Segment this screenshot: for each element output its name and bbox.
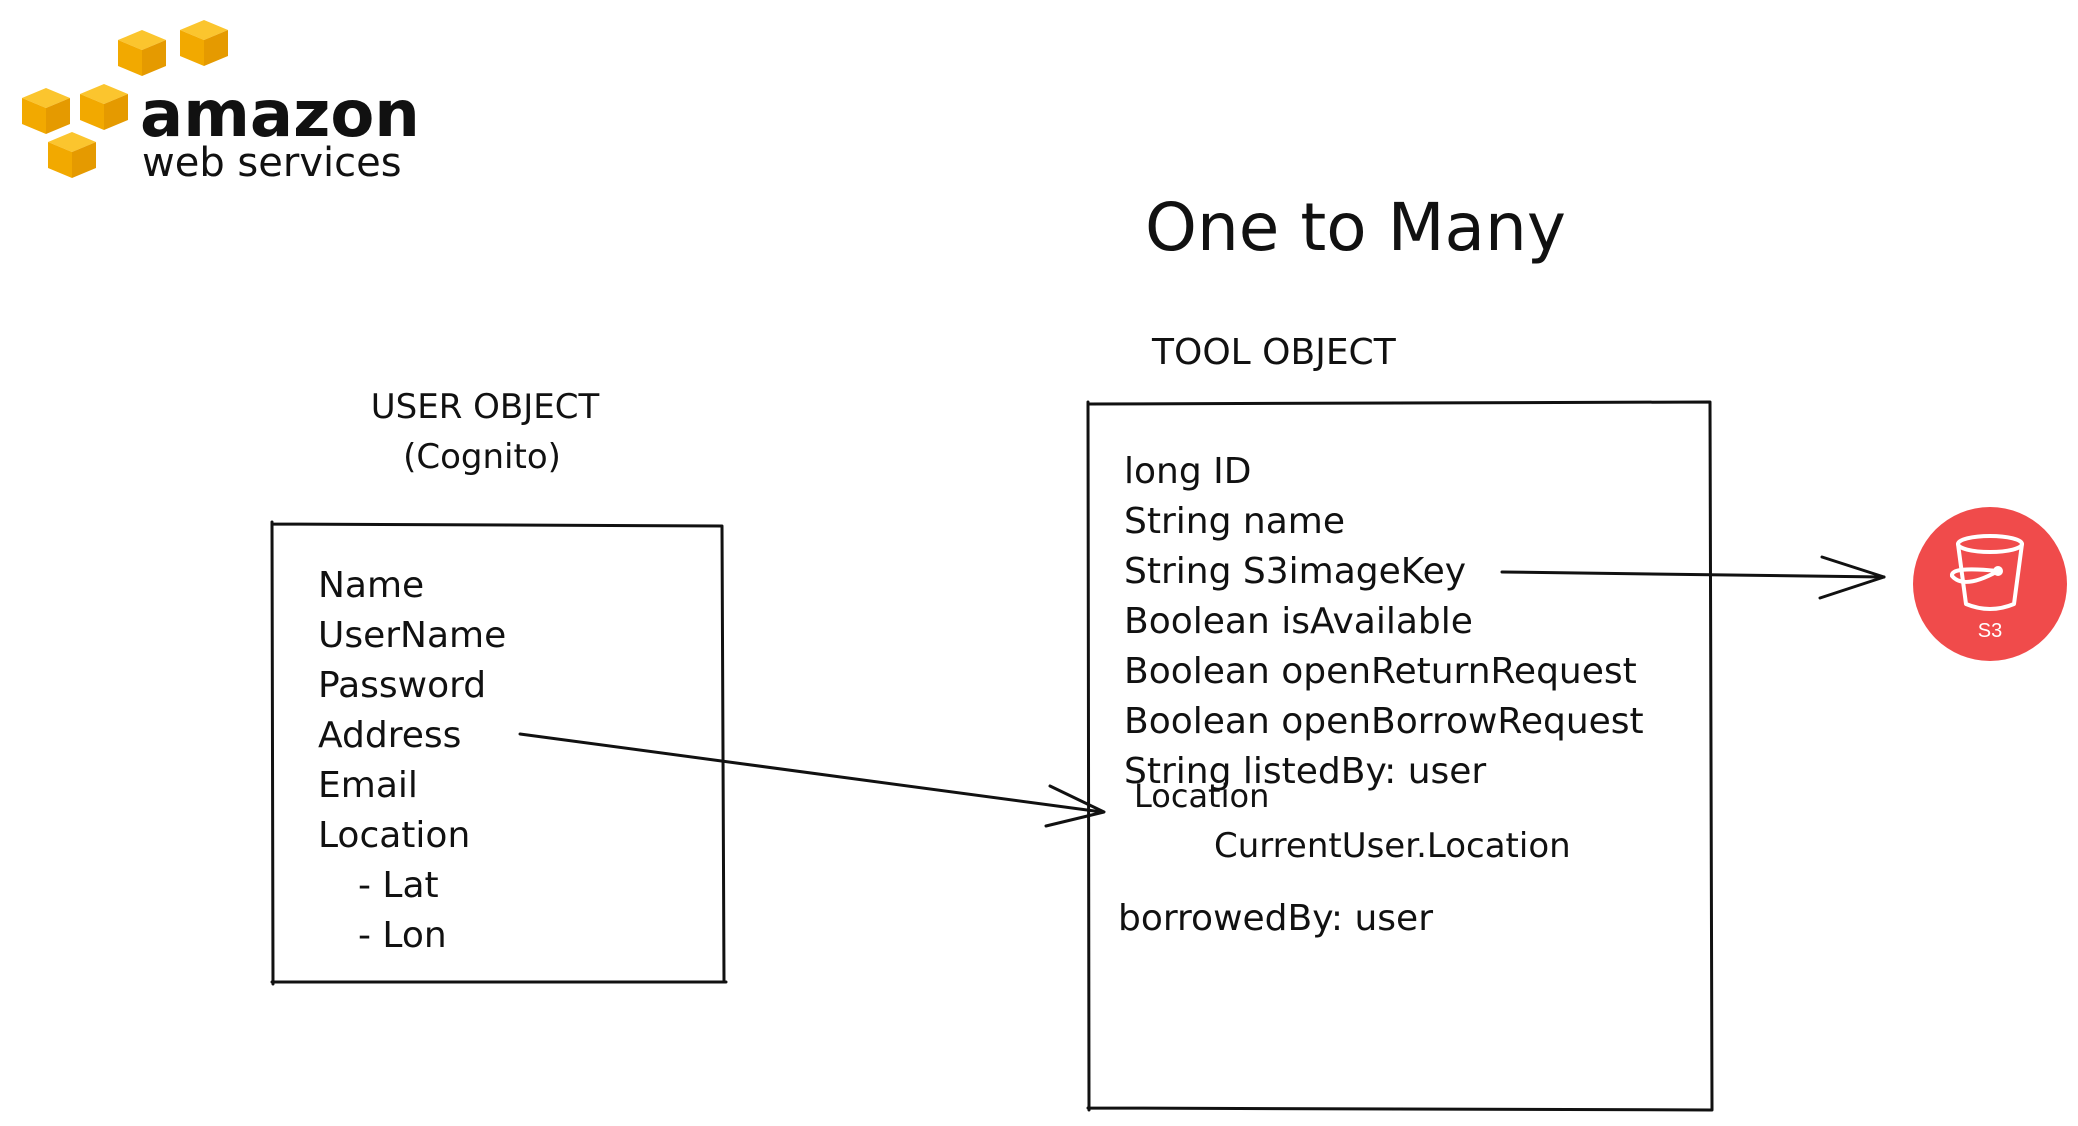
aws-logo-subtitle: web services	[142, 140, 402, 186]
user-field-name: Name	[318, 565, 424, 606]
user-field-lat: - Lat	[358, 865, 439, 906]
user-field-location: Location	[318, 815, 470, 856]
diagram-title: One to Many	[1145, 189, 1566, 266]
user-object-heading: USER OBJECT	[371, 387, 600, 427]
tool-field-location-value: CurrentUser.Location	[1214, 826, 1571, 866]
tool-object-fields: long ID String name String S3imageKey Bo…	[1118, 451, 1644, 939]
user-field-email: Email	[318, 765, 418, 806]
user-field-username: UserName	[318, 615, 506, 656]
s3-badge-circle	[1913, 507, 2067, 661]
user-object-box	[270, 520, 728, 986]
tool-field-openreturnrequest: Boolean openReturnRequest	[1124, 651, 1637, 692]
tool-field-location-label: Location	[1134, 777, 1269, 815]
tool-object-heading: TOOL OBJECT	[1151, 332, 1397, 373]
user-field-lon: - Lon	[358, 915, 447, 956]
user-field-address: Address	[318, 715, 461, 756]
user-field-password: Password	[318, 665, 486, 706]
tool-object-box	[1086, 400, 1714, 1112]
tool-field-listedby: String listedBy: user	[1124, 751, 1486, 792]
user-object-fields: Name UserName Password Address Email Loc…	[318, 565, 506, 956]
s3-badge-label: S3	[1978, 620, 2002, 642]
user-object-subheading: (Cognito)	[403, 437, 561, 477]
tool-field-isavailable: Boolean isAvailable	[1124, 601, 1473, 642]
tool-field-openborrowrequest: Boolean openBorrowRequest	[1124, 701, 1644, 742]
aws-logo-wordmark: amazon	[140, 78, 420, 152]
tool-field-s3imagekey: String S3imageKey	[1124, 551, 1466, 592]
s3-badge: S3	[1913, 507, 2067, 661]
bucket-icon	[1950, 534, 2024, 611]
tool-field-id: long ID	[1124, 451, 1251, 492]
address-to-location-arrow	[518, 732, 1106, 828]
s3imagekey-to-s3-arrow	[1500, 555, 1886, 600]
tool-field-name: String name	[1124, 501, 1345, 542]
aws-cubes-icon	[22, 20, 228, 178]
tool-field-borrowedby: borrowedBy: user	[1118, 898, 1433, 939]
aws-logo: amazon web services	[22, 20, 420, 186]
